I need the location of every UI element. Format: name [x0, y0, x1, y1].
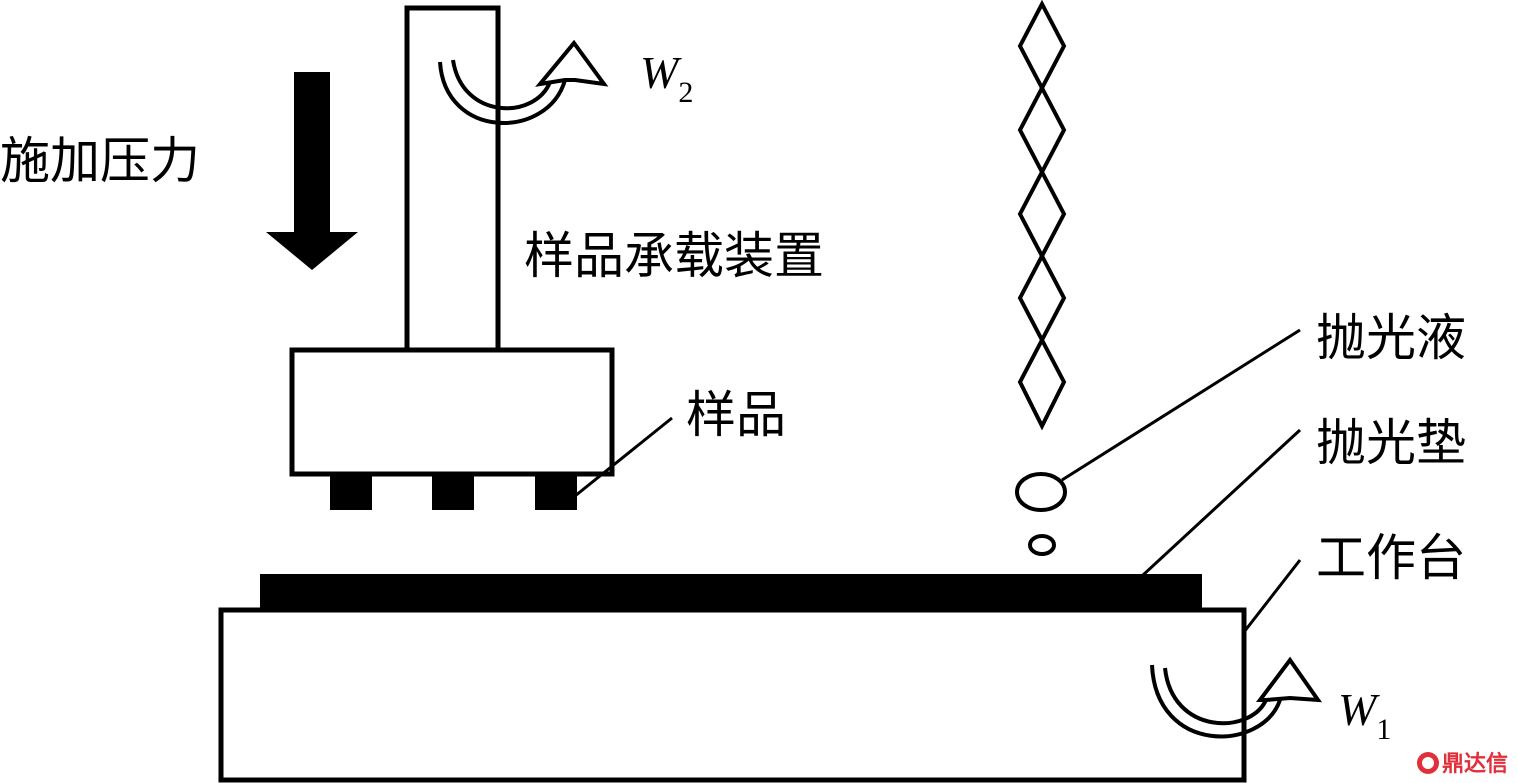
apply-pressure-label: 施加压力 — [0, 132, 200, 190]
w1-label: W1 — [1338, 684, 1391, 746]
sample-holder-label: 样品承载装置 — [524, 227, 824, 285]
holder-shaft — [404, 5, 501, 356]
sample-block — [535, 474, 577, 510]
sample-leader-line — [569, 416, 673, 502]
rotation-w1-arrow — [1150, 656, 1323, 739]
slurry-stream — [1017, 0, 1067, 431]
w2-label: W2 — [640, 47, 693, 109]
slurry-droplet — [1028, 534, 1056, 556]
sample-block — [432, 474, 474, 510]
pressure-arrow — [266, 72, 358, 270]
worktable — [218, 607, 1247, 783]
sample-label: 样品 — [686, 386, 786, 444]
rotation-w2-arrow — [438, 39, 609, 125]
polishing-slurry-label: 抛光液 — [1316, 309, 1466, 367]
polishing-pad-label: 抛光垫 — [1316, 414, 1466, 472]
worktable-leader-line — [1242, 559, 1302, 633]
slurry-leader-line — [1061, 328, 1301, 482]
slurry-droplet — [1015, 472, 1067, 512]
worktable-label: 工作台 — [1316, 529, 1466, 587]
polishing-pad — [260, 574, 1202, 610]
watermark-logo: 鼎达信 — [1417, 751, 1508, 777]
sample-block — [330, 474, 372, 510]
pad-leader-line — [1141, 428, 1302, 577]
holder-block — [289, 347, 615, 477]
svg-text:鼎达信: 鼎达信 — [1442, 751, 1508, 777]
